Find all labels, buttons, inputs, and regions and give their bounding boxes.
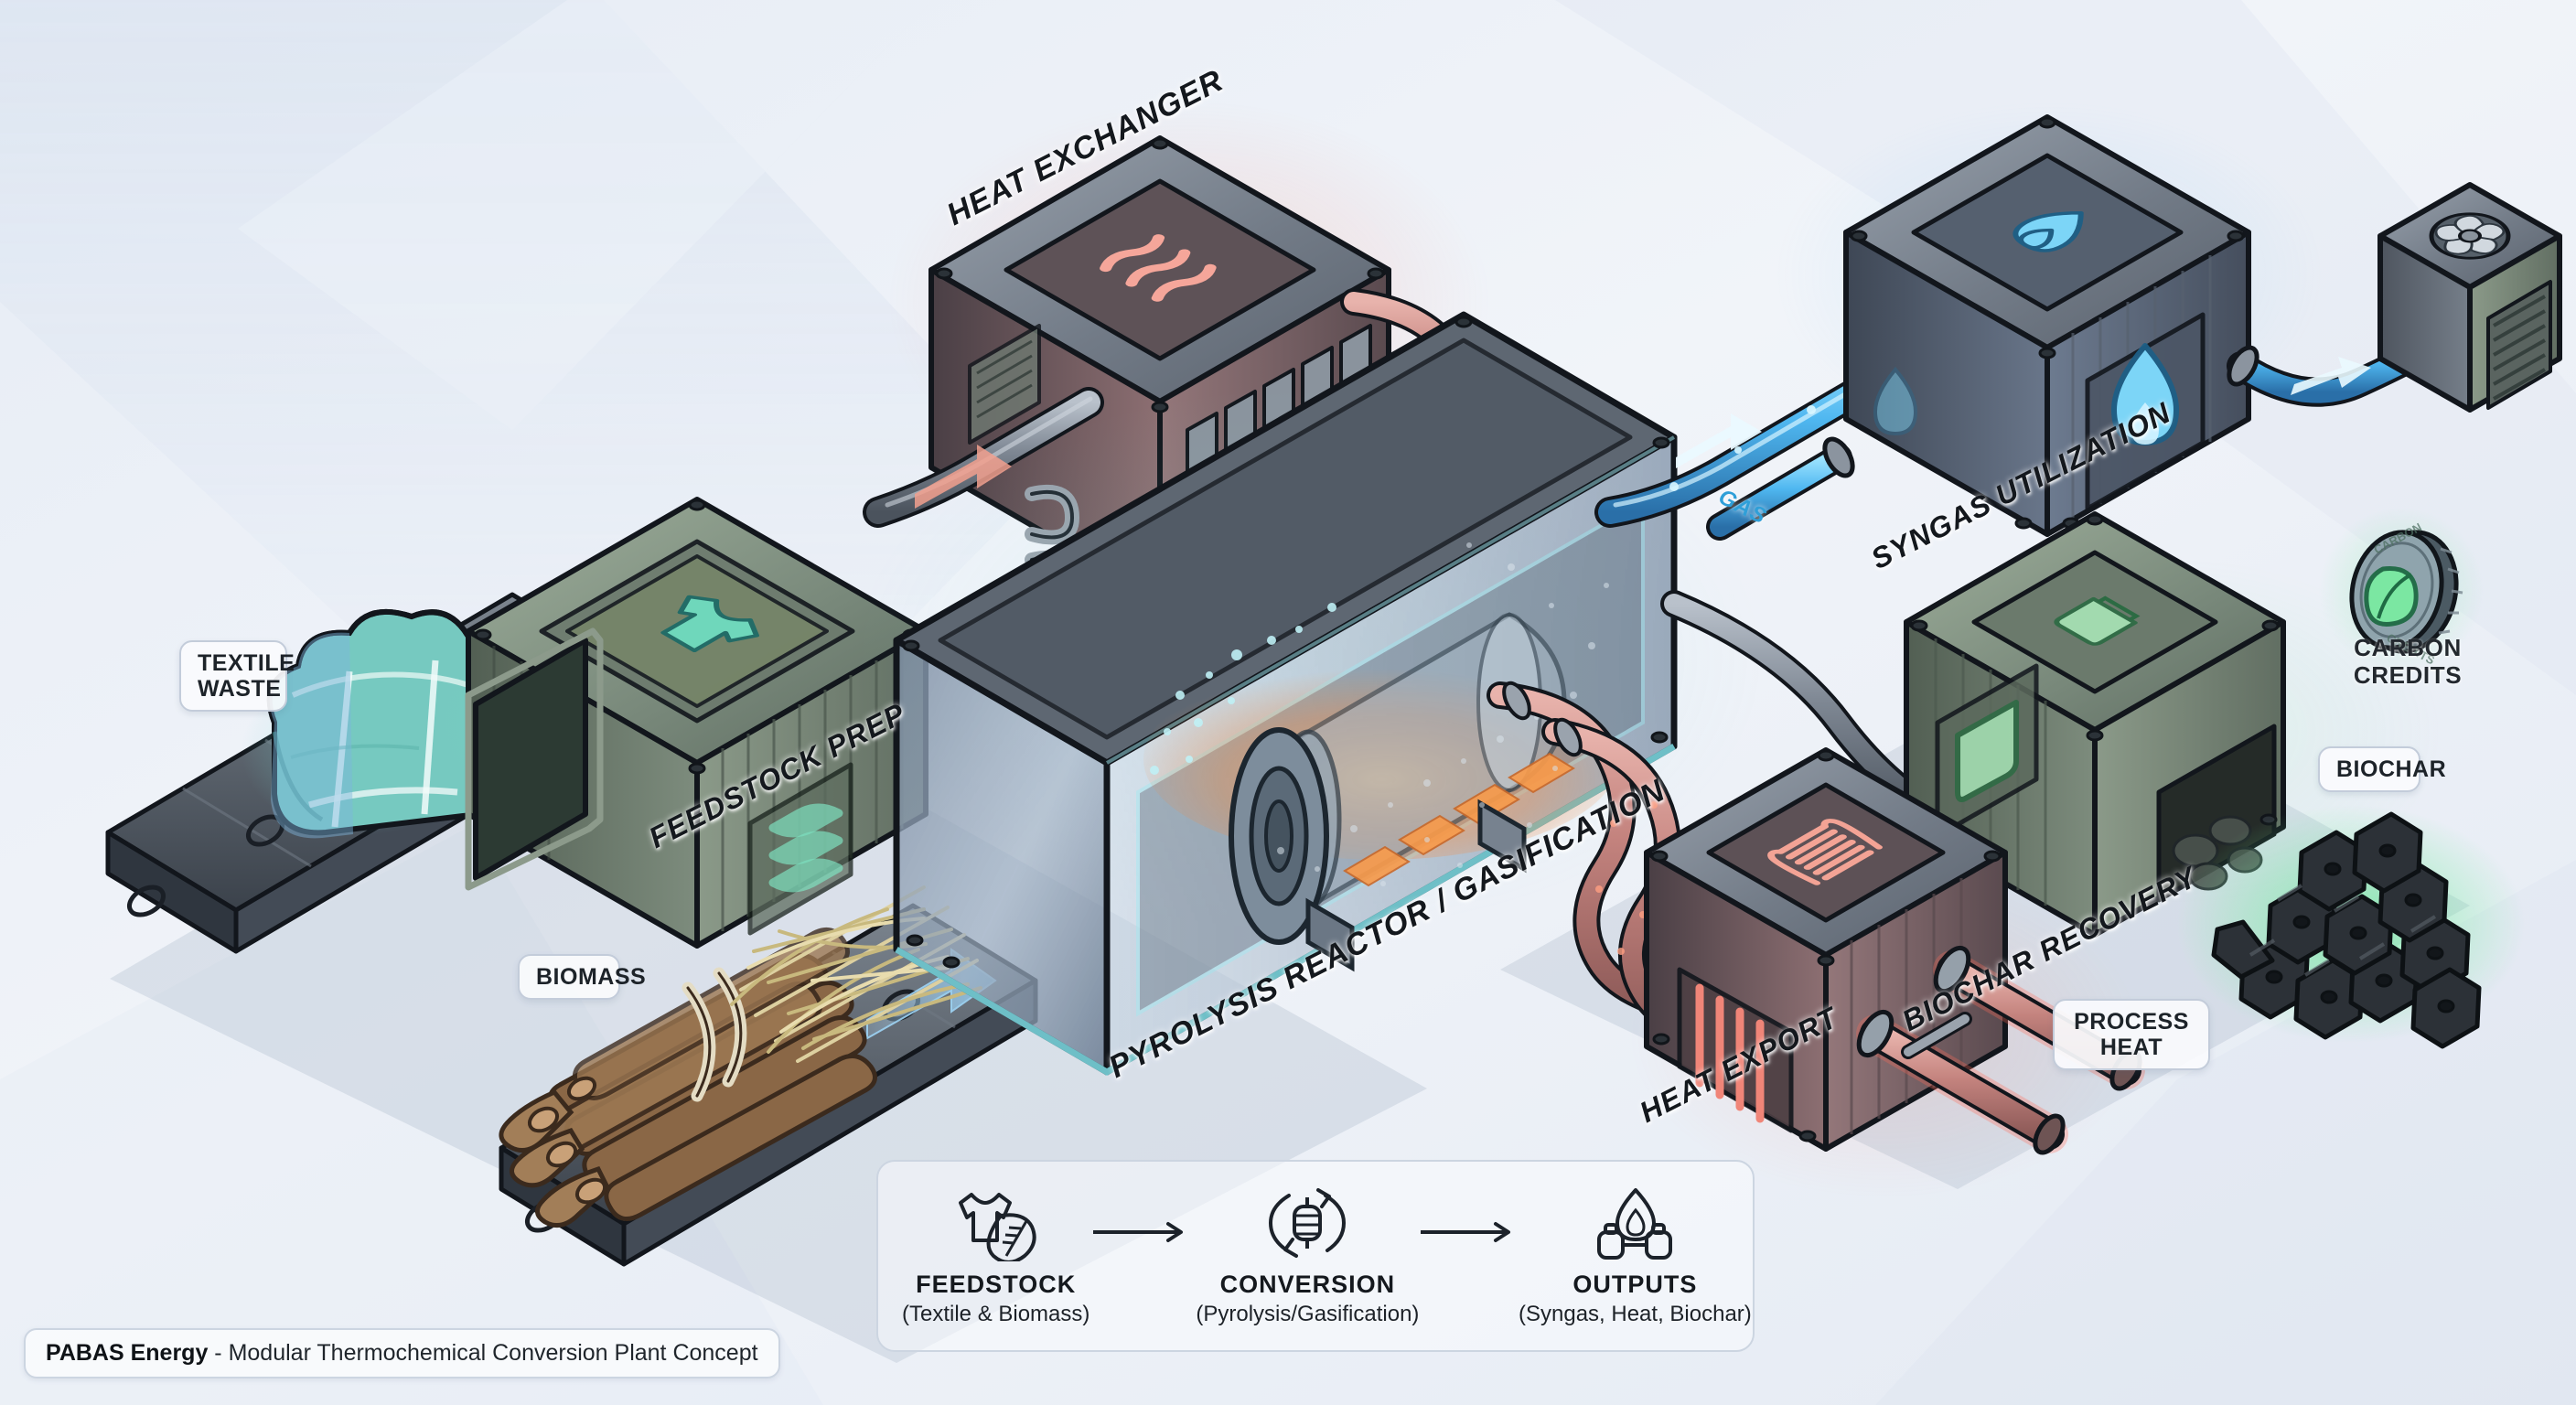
- legend-step-feedstock: FEEDSTOCK (Textile & Biomass): [902, 1185, 1089, 1327]
- badge-textile-waste: TEXTILE WASTE: [179, 640, 295, 712]
- legend-arrow-2: [1417, 1220, 1525, 1244]
- bin-icon-side: [1955, 700, 2019, 802]
- module-syngas-utilization[interactable]: [1706, 101, 2324, 541]
- legend-step-title: CONVERSION: [1219, 1271, 1396, 1298]
- legend-step-title: OUTPUTS: [1572, 1271, 1698, 1298]
- reactor-cycle-icon: [1261, 1185, 1353, 1261]
- footer-brand: PABAS Energy: [46, 1340, 209, 1366]
- tshirt-leaf-icon: [942, 1185, 1050, 1261]
- module-heat-export[interactable]: [1628, 747, 2145, 1198]
- footer-subtitle: Modular Thermochemical Conversion Plant …: [228, 1340, 758, 1366]
- module-pyrolysis-reactor[interactable]: [851, 311, 1766, 1077]
- legend-step-sub: (Syngas, Heat, Biochar): [1519, 1302, 1752, 1326]
- process-legend-panel: FEEDSTOCK (Textile & Biomass) CONVERSION: [876, 1160, 1755, 1352]
- grille-icon: [2493, 295, 2546, 401]
- heat-waves-icon: [1100, 234, 1217, 302]
- legend-step-conversion: CONVERSION (Pyrolysis/Gasification): [1196, 1185, 1420, 1327]
- legend-step-title: FEEDSTOCK: [916, 1271, 1077, 1298]
- badge-biochar: BIOCHAR: [2318, 746, 2446, 792]
- module-feedstock-prep[interactable]: [430, 497, 961, 949]
- label-carbon-credits: CARBON CREDITS: [2353, 634, 2463, 689]
- fan-icon: [2429, 212, 2511, 260]
- pipe-syngas: [1594, 310, 1966, 528]
- footer-caption: PABAS Energy - Modular Thermochemical Co…: [24, 1328, 780, 1378]
- footer-separator: -: [208, 1340, 229, 1366]
- module-cooling-unit[interactable]: [2377, 182, 2562, 413]
- legend-step-sub: (Textile & Biomass): [902, 1302, 1090, 1326]
- legend-step-sub: (Pyrolysis/Gasification): [1196, 1302, 1420, 1326]
- bin-icon: [2054, 595, 2141, 646]
- radiator-icon-side: [1695, 983, 1765, 1123]
- badge-biomass: BIOMASS: [518, 954, 646, 1000]
- feed-particles: [1150, 603, 1336, 775]
- flame-icon: [2012, 211, 2084, 252]
- textile-bale: [242, 608, 510, 839]
- radiator-icon: [1767, 819, 1883, 885]
- legend-arrow-1: [1089, 1220, 1197, 1244]
- carbon-credit-coin: CARBON CREDITS: [2319, 508, 2484, 672]
- legend-step-outputs: OUTPUTS (Syngas, Heat, Biochar): [1519, 1185, 1752, 1327]
- flame-canisters-icon: [1584, 1185, 1685, 1261]
- biochar-pile: [2177, 805, 2525, 1049]
- module-biochar-recovery[interactable]: [1904, 511, 2442, 938]
- wood-bundle: [499, 927, 877, 1228]
- shredder-layers-icon: [768, 803, 843, 893]
- flame-icon-side: [2111, 343, 2179, 445]
- tshirt-icon: [660, 595, 760, 652]
- pipe-feedstock-to-hx: [863, 387, 1104, 528]
- badge-process-heat: PROCESS HEAT: [2053, 999, 2210, 1070]
